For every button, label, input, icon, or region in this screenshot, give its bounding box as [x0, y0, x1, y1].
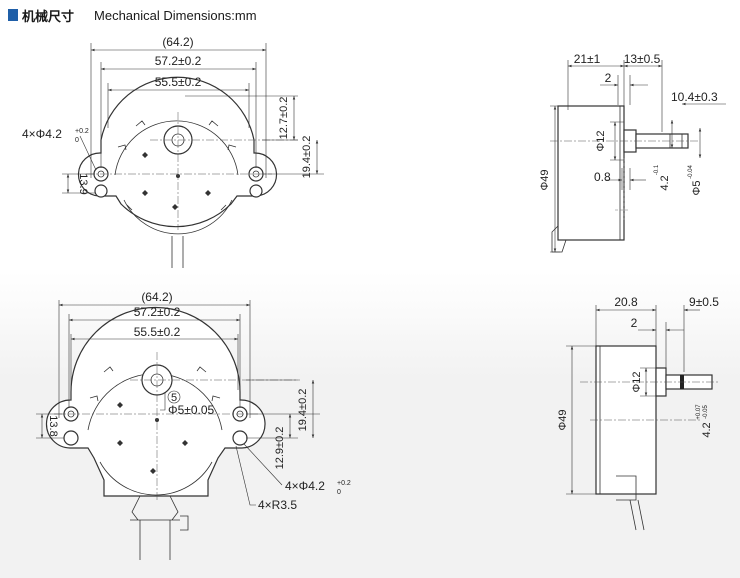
bottom-front-offset-vertical: 12.9±0.2 — [274, 427, 286, 470]
top-side-flat-thickness: 0.8 — [594, 170, 611, 184]
bottom-front-body-width: 55.5±0.2 — [134, 325, 181, 339]
top-side-body-dia: Φ49 — [539, 169, 551, 190]
bottom-front-hole-vertical: 19.4±0.2 — [297, 389, 309, 432]
bottom-front-view: (64.2) 57.2±0.2 55.5±0.2 5 Φ5±0.05 13.8 … — [36, 290, 351, 560]
top-front-hole-vertical: 19.4±0.2 — [301, 136, 313, 179]
top-side-shaft-flat: 10.4±0.3 — [671, 90, 718, 104]
top-side-flat-size: 4.2 — [659, 175, 671, 190]
top-front-holes-tol-upper: +0.2 — [75, 128, 89, 135]
bottom-front-holes-label: 4×Φ4.2 — [285, 479, 325, 493]
top-side-boss-dia: Φ12 — [595, 130, 607, 151]
bottom-front-motor-outline — [45, 306, 266, 497]
top-front-offset-vertical: 12.7±0.2 — [278, 97, 290, 140]
bottom-front-holes-tol-lower: 0 — [337, 489, 341, 496]
bottom-front-hole-spacing: 57.2±0.2 — [134, 305, 181, 319]
top-side-step: 2 — [605, 71, 612, 85]
top-front-holes-label: 4×Φ4.2 — [22, 127, 62, 141]
top-side-shaft-length: 13±0.5 — [624, 52, 661, 66]
top-side-overall-depth: 21±1 — [574, 52, 601, 66]
bottom-front-dimensions — [36, 300, 320, 506]
top-side-flat-size-tol: -0.1 — [654, 164, 660, 175]
top-front-dimensions — [62, 43, 324, 194]
bottom-side-shaft-length: 9±0.5 — [689, 295, 719, 309]
top-front-body-width: 55.5±0.2 — [155, 75, 202, 89]
bottom-side-step: 2 — [631, 316, 638, 330]
bottom-side-view: 20.8 9±0.5 2 Φ12 Φ49 4.2 +0.07 -0.05 — [557, 295, 720, 531]
top-front-view: (64.2) 57.2±0.2 55.5±0.2 4×Φ4.2 +0.2 0 1… — [22, 35, 324, 268]
bottom-front-hole-right-2 — [232, 430, 248, 446]
bottom-front-rim-notches — [89, 366, 221, 402]
top-front-inner-rim-lower — [123, 199, 233, 235]
top-side-shaft-dia-tol: -0.04 — [688, 165, 694, 179]
title-chinese: 机械尺寸 — [22, 8, 75, 24]
top-front-hole-spacing: 57.2±0.2 — [155, 54, 202, 68]
bottom-front-hole-left-2 — [63, 430, 79, 446]
bottom-front-lead-terminal — [130, 495, 189, 560]
section-marker-icon — [8, 9, 18, 21]
top-side-body — [557, 105, 625, 241]
top-front-inner-rim — [114, 120, 239, 176]
top-side-dimensions — [550, 60, 726, 253]
bottom-side-dimensions — [566, 305, 712, 495]
bottom-front-shaft-dia: Φ5±0.05 — [168, 403, 215, 417]
bottom-side-overall-depth: 20.8 — [614, 295, 638, 309]
top-front-centerlines — [86, 112, 300, 230]
bottom-front-item-number: 5 — [171, 392, 177, 404]
bottom-side-flat-tol-upper: +0.07 — [696, 404, 702, 420]
bottom-front-overall-width: (64.2) — [141, 290, 172, 304]
bottom-side-boss-dia: Φ12 — [631, 371, 643, 392]
top-front-overall-width: (64.2) — [162, 35, 193, 49]
top-side-view: 21±1 13±0.5 2 10.4±0.3 Φ12 Φ49 0.8 4.2 -… — [539, 52, 726, 253]
top-front-holes-tol-lower: 0 — [75, 137, 79, 144]
bottom-front-flange-height: 13.8 — [47, 415, 59, 436]
bottom-front-holes-tol-upper: +0.2 — [337, 480, 351, 487]
title-english: Mechanical Dimensions:mm — [94, 7, 257, 23]
top-side-shaft-dia: Φ5 — [691, 181, 703, 196]
header: 机械尺寸 Mechanical Dimensions:mm — [8, 4, 257, 26]
bottom-side-flat-tol-lower: -0.05 — [703, 405, 709, 419]
top-front-hole-right-2 — [249, 184, 263, 198]
bottom-side-flat-size: 4.2 — [701, 422, 713, 437]
bottom-side-body-dia: Φ49 — [557, 409, 569, 430]
top-front-lead-wire — [171, 236, 184, 268]
bottom-front-radius: 4×R3.5 — [258, 498, 297, 512]
top-front-flange-height: 13.9 — [77, 173, 89, 194]
top-front-rim-notches — [117, 120, 237, 211]
top-front-hole-left-2 — [94, 184, 108, 198]
